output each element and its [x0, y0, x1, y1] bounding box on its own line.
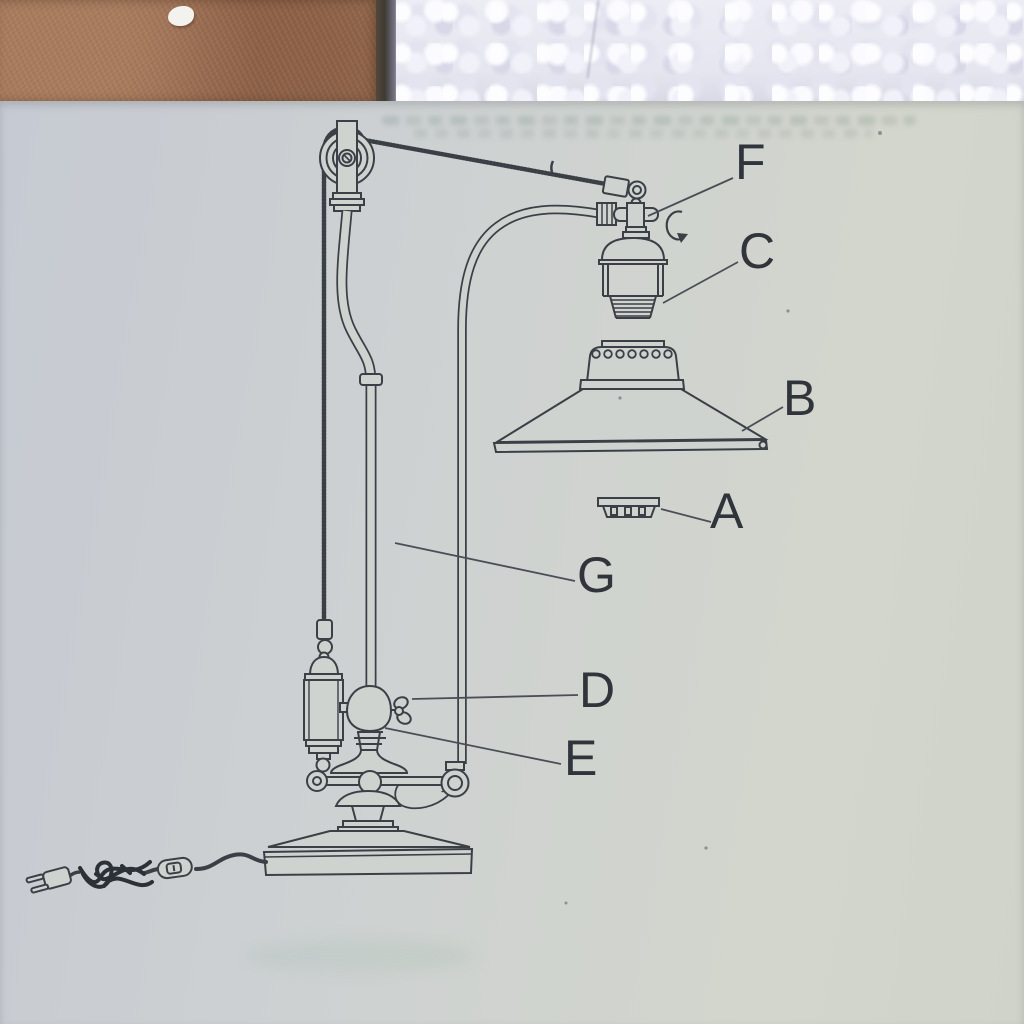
leader-E: [384, 727, 562, 765]
power-plug: [25, 866, 81, 894]
box-gap-shadow: [376, 0, 398, 102]
support-rod: [457, 204, 602, 764]
cable-tick: [550, 160, 555, 173]
lamp-shade: [492, 340, 769, 454]
foam-chip: [168, 6, 194, 26]
leader-F: [647, 177, 734, 217]
label-E: E: [564, 730, 598, 786]
leader-A: [660, 508, 712, 523]
paper-specks: [564, 131, 882, 905]
swivel-joint: [596, 175, 659, 239]
cord-tangle: [78, 860, 154, 889]
label-C: C: [739, 223, 776, 279]
lamp-socket: [598, 236, 668, 319]
manual-page: F C B A G D E: [0, 101, 1024, 1024]
leader-lines: [384, 177, 784, 765]
main-pole: [336, 210, 383, 688]
pole-hub: [329, 684, 412, 774]
label-G: G: [577, 547, 616, 603]
leader-G: [394, 542, 576, 582]
label-B: B: [783, 370, 817, 426]
counterweight: [303, 619, 352, 773]
paper-stain: [245, 939, 475, 973]
inline-switch: [156, 856, 193, 880]
leader-C: [662, 261, 739, 304]
bleedthrough-text: [382, 116, 916, 142]
label-A: A: [710, 483, 744, 539]
leader-D: [411, 694, 579, 700]
leader-B: [741, 406, 784, 432]
label-F: F: [735, 134, 766, 190]
lamp-base: [262, 761, 474, 877]
shade-ring: [597, 497, 660, 518]
pulley: [319, 120, 375, 212]
label-D: D: [579, 662, 616, 718]
wing-nut: [393, 696, 409, 710]
rotation-arrow-icon: [665, 210, 688, 243]
